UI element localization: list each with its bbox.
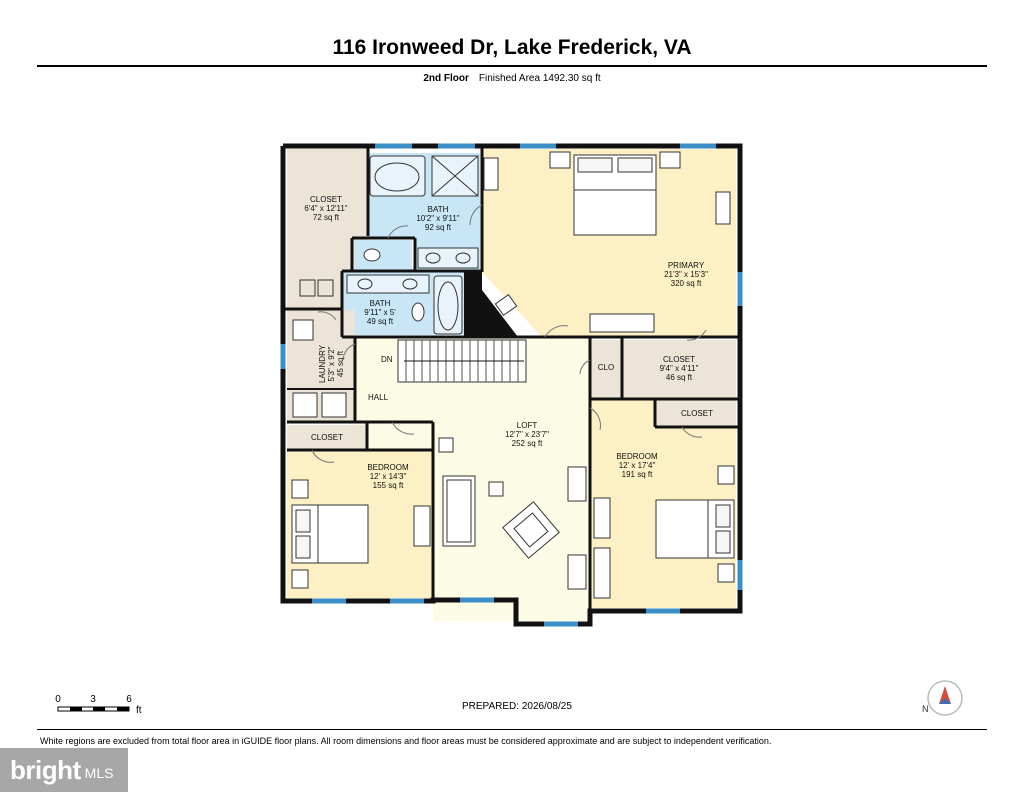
walls <box>280 143 743 627</box>
closet-e-dims: 9'4" x 4'11" <box>660 364 699 373</box>
loft-name: LOFT <box>517 421 538 430</box>
bath-main-area: 92 sq ft <box>425 223 452 232</box>
bath-black-wedge <box>464 272 518 337</box>
footer-rule <box>37 729 987 730</box>
primary-dims: 21'3" x 15'3" <box>664 270 708 279</box>
toilet-main <box>363 248 381 262</box>
scale-tick-3: 3 <box>90 694 96 705</box>
bath-small-name: BATH <box>370 299 391 308</box>
clo-name: CLO <box>598 363 614 372</box>
hall-name: HALL <box>368 393 389 402</box>
closet-sw-name: CLOSET <box>311 433 343 442</box>
vanity-main <box>417 247 479 269</box>
windows <box>280 143 743 627</box>
bath-main-name: BATH <box>428 205 449 214</box>
toilet-small <box>411 302 425 322</box>
title-rule-top <box>37 65 987 67</box>
bathtub <box>369 155 426 197</box>
loft-sofa <box>442 475 476 547</box>
bedroom-w-name: BEDROOM <box>367 463 409 472</box>
closet-nw-name: CLOSET <box>310 195 342 204</box>
floor-label: 2nd Floor <box>423 73 469 84</box>
laundry-name: LAUNDRY <box>318 344 327 383</box>
bedroom-e-area: 191 sq ft <box>622 470 653 479</box>
closet-se-name: CLOSET <box>681 409 713 418</box>
closet-sw-fill <box>287 425 367 450</box>
dryer <box>321 392 347 418</box>
brand-name: bright <box>10 754 81 785</box>
floor-info: 2nd Floor Finished Area 1492.30 sq ft <box>0 73 1024 84</box>
closet-e-fill <box>622 340 736 398</box>
clo-fill <box>590 340 622 398</box>
disclaimer-text: White regions are excluded from total fl… <box>40 736 772 746</box>
scale-unit: ft <box>136 705 142 716</box>
bedroom-e-dims: 12' x 17'4" <box>619 461 656 470</box>
compass-icon: N <box>922 680 963 716</box>
laundry-area: 45 sq ft <box>336 350 345 377</box>
fixtures <box>291 151 735 599</box>
bath-small-area: 49 sq ft <box>367 317 394 326</box>
bedroom-e-name: BEDROOM <box>616 452 658 461</box>
primary-fill <box>482 149 736 337</box>
scale-tick-6: 6 <box>126 694 132 705</box>
closet-se-fill <box>656 400 736 426</box>
closet-nw-area: 72 sq ft <box>313 213 340 222</box>
bath-small-dims: 9'11" x 5' <box>364 308 396 317</box>
scale-tick-0: 0 <box>55 694 61 705</box>
scale-bar: 0 3 6 ft <box>55 694 142 716</box>
stairs-label: DN <box>381 355 393 364</box>
loft-dims: 12'7" x 23'7" <box>505 430 549 439</box>
closet-e-area: 46 sq ft <box>666 373 693 382</box>
bedroom-w-area: 155 sq ft <box>373 481 404 490</box>
bedroom-w-dims: 12' x 14'3" <box>370 472 407 481</box>
primary-area: 320 sq ft <box>671 279 702 288</box>
loft-area: 252 sq ft <box>512 439 543 448</box>
brand-logo: bright MLS <box>0 748 128 792</box>
bath-main-dims: 10'2" x 9'11" <box>416 214 459 223</box>
closet-nw-dims: 6'4" x 12'11" <box>304 204 347 213</box>
laundry-dims: 5'3" x 9'2" <box>327 346 336 381</box>
prepared-date: PREPARED: 2026/08/25 <box>462 701 572 712</box>
brand-suffix: MLS <box>84 765 114 781</box>
room-labels: CLOSET 6'4" x 12'11" 72 sq ft BATH 10'2"… <box>304 195 713 490</box>
finished-area: Finished Area 1492.30 sq ft <box>478 73 601 84</box>
svg-text:N: N <box>922 704 929 714</box>
doors <box>311 204 707 463</box>
loft-chair <box>502 501 560 559</box>
tub-small <box>433 275 463 335</box>
address-title: 116 Ironweed Dr, Lake Frederick, VA <box>332 36 692 59</box>
closet-e-name: CLOSET <box>663 355 695 364</box>
primary-name: PRIMARY <box>668 261 705 270</box>
washer <box>292 392 318 418</box>
